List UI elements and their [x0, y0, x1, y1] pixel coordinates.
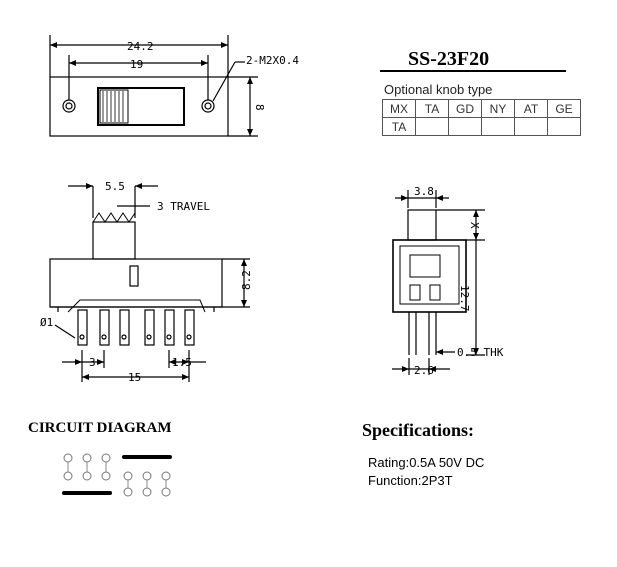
dim-travel: 3 TRAVEL: [157, 200, 210, 213]
knob-cell: GD: [448, 99, 482, 118]
knob-cell: [514, 117, 548, 136]
knob-cell: TA: [382, 117, 416, 136]
dim-end-x: X: [468, 222, 481, 229]
dim-body-height: 8.2: [240, 270, 253, 290]
side-view-detent: [129, 265, 139, 287]
top-view-knob: [99, 89, 129, 124]
dim-pin-pitch-half: 1.5: [172, 356, 192, 369]
side-view-knob: [92, 221, 136, 260]
dim-pin-pitch: 3: [89, 356, 96, 369]
dim-end-knob: 3.8: [414, 185, 434, 198]
specifications-title: Specifications:: [362, 420, 474, 440]
dim-end-height: 12.7: [458, 285, 471, 312]
knob-type-table: MX TA GD NY AT GE TA: [382, 99, 581, 136]
knob-cell: AT: [514, 99, 548, 118]
dim-pin-diameter: Ø1: [40, 316, 53, 329]
dim-pin-span: 15: [128, 371, 141, 384]
knob-row-1: MX TA GD NY AT GE: [382, 99, 581, 118]
dim-screw-spec: 2-M2X0.4: [246, 54, 299, 67]
spec-function: Function:2P3T: [368, 473, 453, 488]
knob-cell: [448, 117, 482, 136]
knob-cell: [415, 117, 449, 136]
knob-cell: MX: [382, 99, 416, 118]
dim-hole-spacing: 19: [130, 58, 143, 71]
knob-cell: GE: [547, 99, 581, 118]
end-view-knob: [407, 209, 437, 241]
dim-knob-width: 5.5: [105, 180, 125, 193]
knob-cell: [481, 117, 515, 136]
side-view-pins: [77, 309, 195, 346]
dim-end-pin: 2.6: [414, 364, 434, 377]
end-view-body: [392, 239, 467, 313]
circuit-diagram: [62, 453, 172, 497]
top-view-hole-right: [201, 99, 215, 113]
top-view-hole-left: [62, 99, 76, 113]
model-title: SS-23F20: [408, 48, 490, 70]
knob-cell: [547, 117, 581, 136]
top-view-slot: [97, 87, 185, 126]
dim-thickness: 0.5 THK: [457, 346, 504, 359]
dim-overall-length: 24.2: [127, 40, 154, 53]
top-view-body: [49, 76, 229, 137]
knob-type-label: Optional knob type: [384, 82, 493, 97]
title-underline: [380, 70, 566, 72]
dim-body-width: 8: [253, 104, 266, 111]
knob-row-2: TA: [382, 117, 581, 136]
knob-cell: TA: [415, 99, 449, 118]
circuit-diagram-title: CIRCUIT DIAGRAM: [28, 420, 172, 436]
knob-cell: NY: [481, 99, 515, 118]
spec-rating: Rating:0.5A 50V DC: [368, 455, 485, 470]
